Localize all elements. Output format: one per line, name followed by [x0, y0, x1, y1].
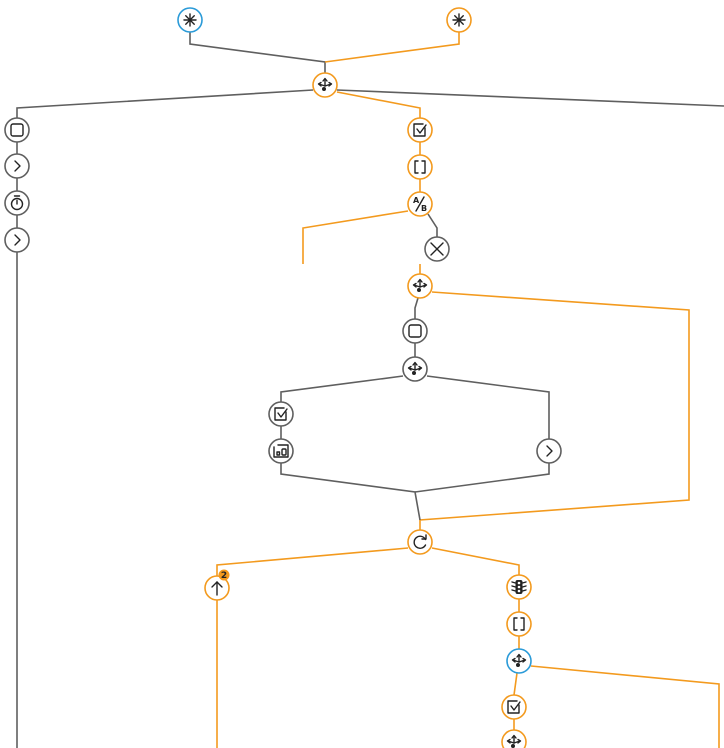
count-badge: 2 — [218, 569, 230, 581]
square-icon — [10, 123, 24, 137]
node-brackets-2[interactable] — [506, 611, 532, 637]
node-up-node[interactable]: 2 — [204, 569, 230, 601]
asterisk-icon — [452, 13, 466, 27]
connector-line — [324, 32, 460, 63]
node-checkbox-3[interactable] — [501, 694, 527, 720]
node-checkbox-2[interactable] — [268, 401, 294, 427]
traffic-light-icon — [511, 580, 527, 594]
arrow-up-icon — [211, 581, 223, 596]
node-router-mid[interactable] — [407, 273, 433, 299]
router-icon — [412, 278, 428, 292]
node-ab-test[interactable]: AB — [407, 191, 433, 217]
chevron-right-icon — [14, 160, 21, 172]
nodes: AB 2 — [4, 7, 562, 748]
connector-line — [302, 210, 409, 264]
router-icon — [511, 653, 527, 667]
node-stop-mid[interactable] — [402, 318, 428, 344]
router-icon — [407, 361, 423, 375]
chevron-right-icon — [546, 445, 553, 457]
checkbox-icon — [413, 123, 427, 137]
connector-line — [513, 672, 518, 696]
node-traffic-node[interactable] — [506, 574, 532, 600]
connector-line — [216, 547, 409, 576]
node-dashboard-node[interactable] — [268, 438, 294, 464]
node-brackets-1[interactable] — [407, 154, 433, 180]
brackets-icon — [414, 160, 426, 174]
connector-line — [530, 665, 720, 748]
node-router-blue[interactable] — [506, 648, 532, 674]
connector-line — [426, 375, 550, 439]
close-icon — [430, 242, 444, 256]
connector-line — [189, 32, 326, 73]
chevron-right-icon — [14, 234, 21, 246]
checkbox-icon — [274, 407, 288, 421]
node-close-node[interactable] — [424, 236, 450, 262]
node-timer-left[interactable] — [4, 190, 30, 216]
node-trigger-right[interactable] — [446, 7, 472, 33]
dashboard-icon — [273, 444, 289, 458]
router-icon — [317, 77, 333, 91]
connector-line — [336, 89, 724, 107]
router-icon — [506, 734, 522, 748]
connector-line — [427, 213, 438, 237]
node-next-right[interactable] — [536, 438, 562, 464]
refresh-icon — [413, 534, 427, 549]
node-router-top[interactable] — [312, 72, 338, 98]
connector-line — [16, 89, 314, 118]
square-icon — [408, 324, 422, 338]
node-checkbox-1[interactable] — [407, 117, 433, 143]
node-next-left-2[interactable] — [4, 227, 30, 253]
connectors — [16, 32, 724, 748]
node-trigger-left[interactable] — [177, 7, 203, 33]
connector-line — [414, 463, 550, 493]
node-stop-left[interactable] — [4, 117, 30, 143]
node-router-inner[interactable] — [402, 356, 428, 382]
svg-text:B: B — [421, 204, 427, 213]
node-loop-node[interactable] — [407, 529, 433, 555]
asterisk-icon — [183, 13, 197, 27]
node-next-left-1[interactable] — [4, 153, 30, 179]
connector-line — [336, 91, 421, 118]
stopwatch-icon — [10, 195, 24, 211]
badge-text: 2 — [221, 571, 227, 581]
svg-text:A: A — [413, 196, 420, 205]
connector-line — [419, 291, 690, 530]
connector-line — [280, 375, 404, 402]
connector-line — [280, 463, 421, 521]
connector-line — [431, 547, 520, 575]
checkbox-icon — [507, 700, 521, 714]
brackets-icon — [513, 617, 525, 631]
connector-line — [414, 297, 419, 319]
node-router-bottom[interactable] — [501, 729, 527, 748]
ab-split-icon: AB — [413, 196, 427, 213]
